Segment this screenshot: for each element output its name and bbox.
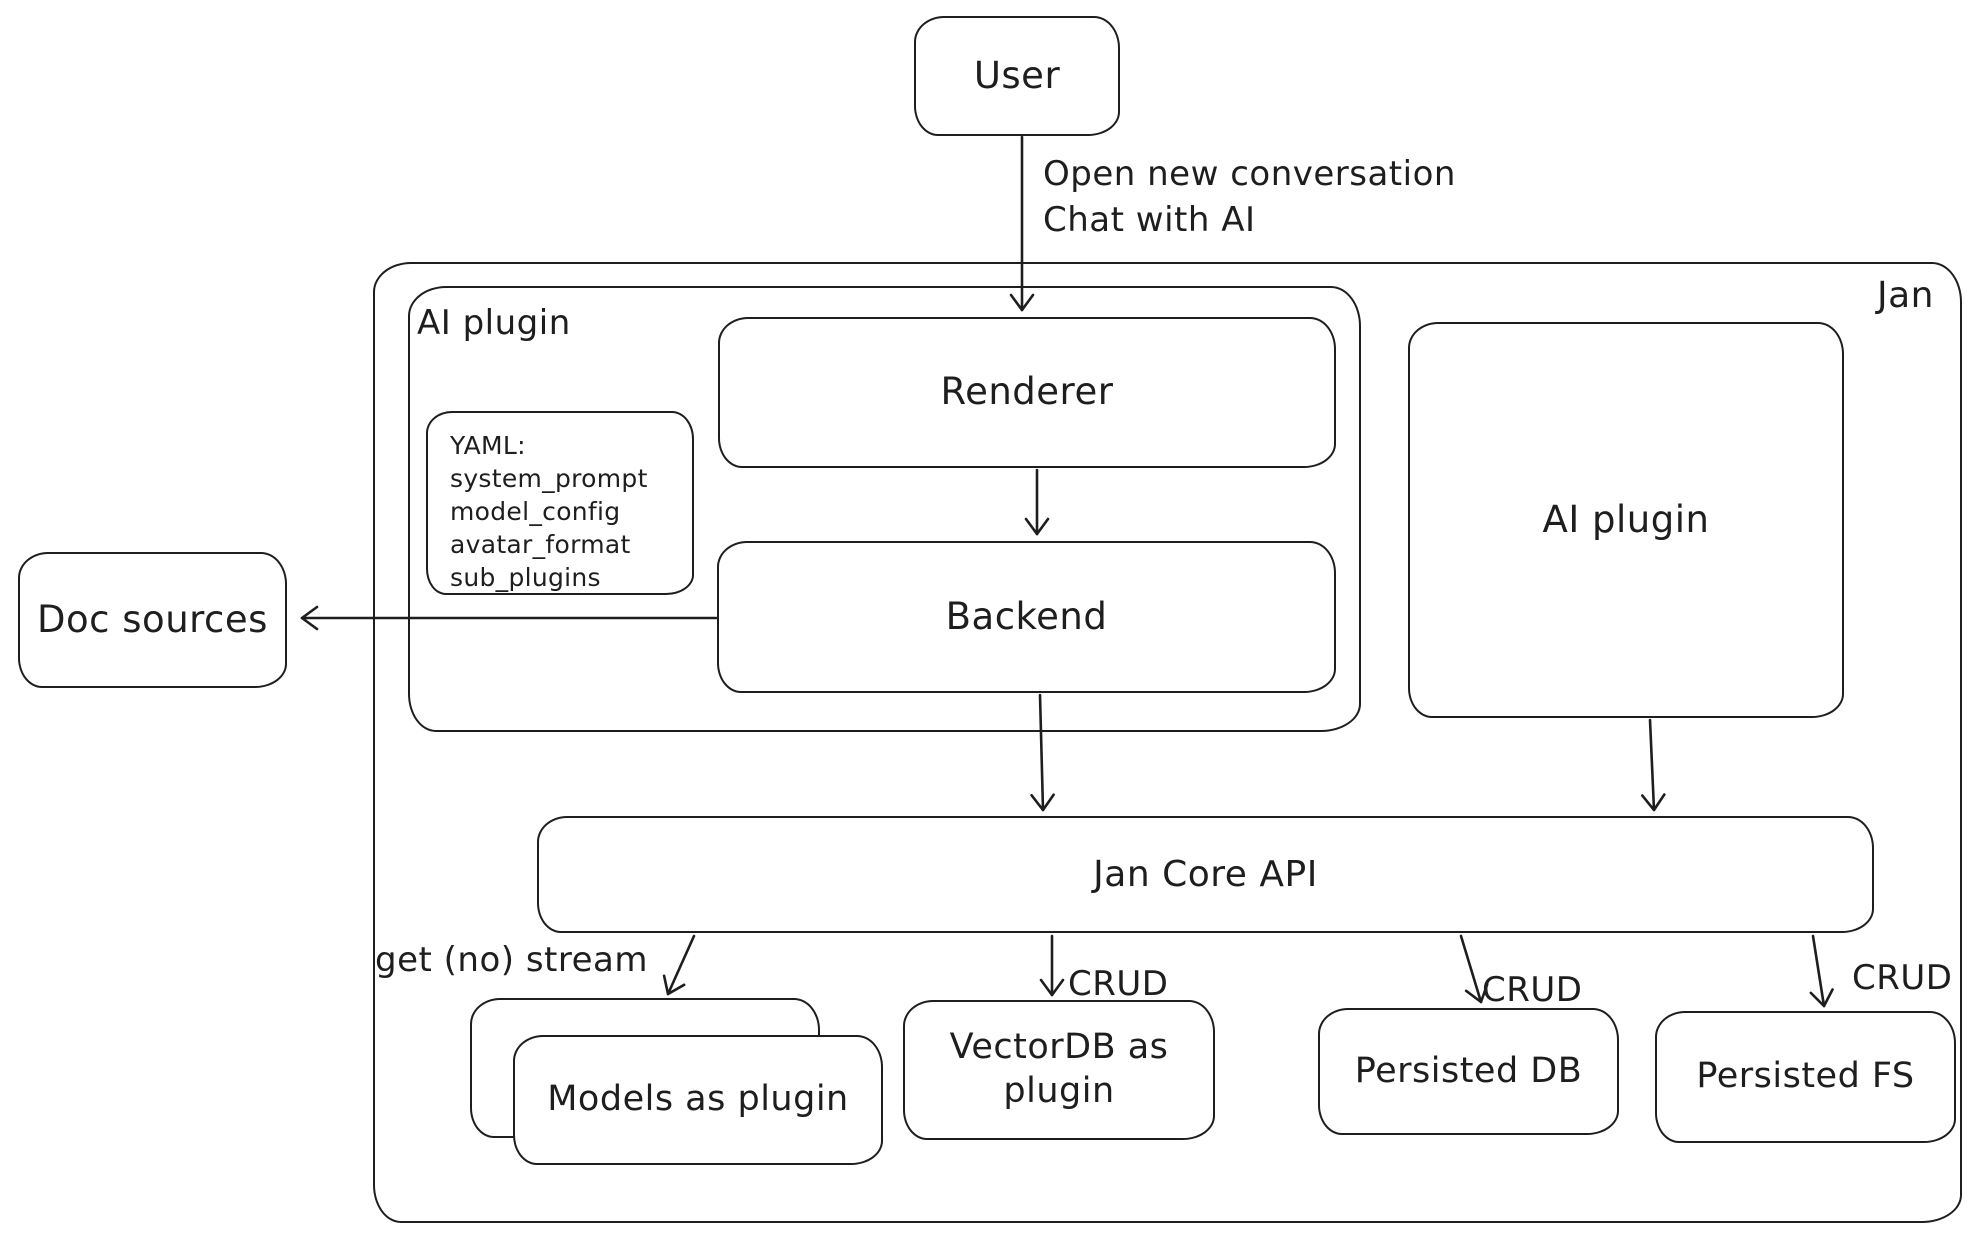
vectordb-plugin-node: VectorDB as plugin bbox=[903, 1000, 1215, 1140]
flow-annotation-line2: Chat with AI bbox=[1043, 199, 1256, 240]
yaml-note-item: model_config bbox=[450, 497, 621, 526]
renderer-node: Renderer bbox=[718, 317, 1336, 468]
backend-node-label: Backend bbox=[945, 594, 1108, 638]
yaml-note-item: sub_plugins bbox=[450, 563, 601, 592]
crud-label-vectordb: CRUD bbox=[1068, 964, 1169, 1004]
models-plugin-node: Models as plugin bbox=[513, 1035, 883, 1165]
persisted-fs-node: Persisted FS bbox=[1655, 1011, 1956, 1143]
ai-plugin-right-node-label: AI plugin bbox=[1542, 497, 1710, 541]
user-node: User bbox=[914, 16, 1120, 136]
yaml-note-title: YAML: bbox=[450, 431, 526, 460]
crud-label-persisted-fs: CRUD bbox=[1852, 958, 1953, 998]
persisted-fs-node-label: Persisted FS bbox=[1696, 1056, 1915, 1097]
renderer-node-label: Renderer bbox=[940, 370, 1114, 414]
persisted-db-node-label: Persisted DB bbox=[1354, 1050, 1583, 1091]
doc-sources-node: Doc sources bbox=[18, 552, 287, 688]
doc-sources-node-label: Doc sources bbox=[37, 597, 268, 641]
jan-container-label: Jan bbox=[1877, 275, 1934, 316]
persisted-db-node: Persisted DB bbox=[1318, 1008, 1619, 1135]
flow-annotation: Open new conversation Chat with AI bbox=[1043, 152, 1456, 244]
yaml-note-item: system_prompt bbox=[450, 464, 648, 493]
flow-annotation-line1: Open new conversation bbox=[1043, 154, 1456, 194]
ai-plugin-right-node: AI plugin bbox=[1408, 322, 1844, 718]
ai-plugin-left-container-box bbox=[408, 286, 1361, 732]
vectordb-plugin-node-label: VectorDB as plugin bbox=[949, 1027, 1169, 1111]
jan-core-api-node: Jan Core API bbox=[537, 816, 1874, 933]
yaml-note-item: avatar_format bbox=[450, 530, 631, 559]
ai-plugin-left-label: AI plugin bbox=[417, 303, 571, 343]
jan-core-api-node-label: Jan Core API bbox=[1093, 854, 1318, 895]
get-no-stream-label: get (no) stream bbox=[375, 940, 648, 980]
yaml-note: YAML: system_prompt model_config avatar_… bbox=[426, 411, 694, 595]
backend-node: Backend bbox=[717, 541, 1336, 693]
jan-container-box bbox=[373, 262, 1962, 1223]
user-node-label: User bbox=[973, 53, 1061, 97]
models-plugin-node-label: Models as plugin bbox=[547, 1079, 849, 1120]
crud-label-persisted-db: CRUD bbox=[1482, 970, 1583, 1010]
